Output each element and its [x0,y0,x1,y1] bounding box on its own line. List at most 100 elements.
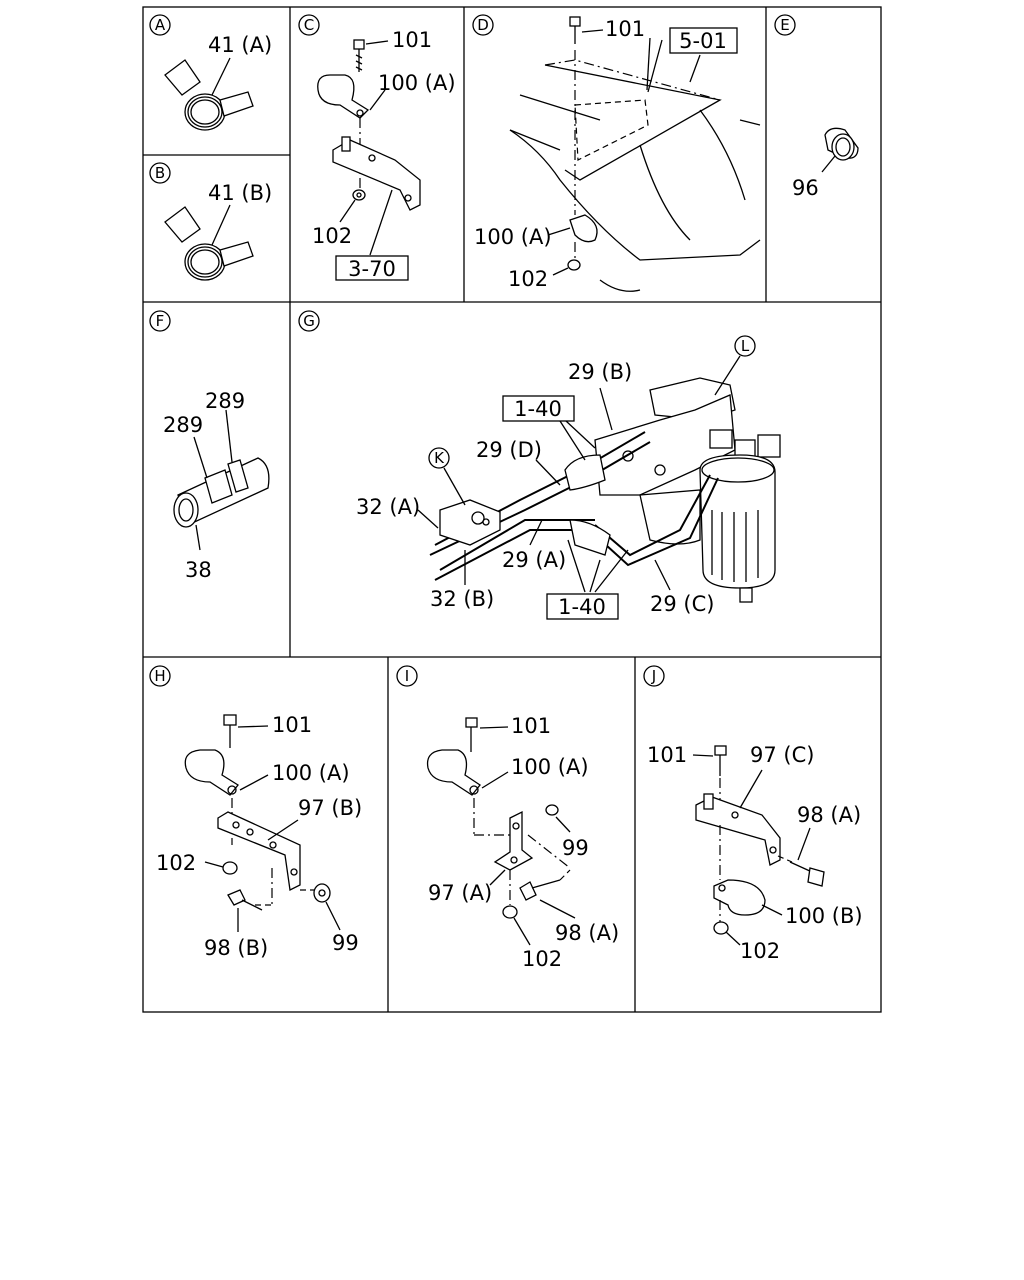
label-102: 102 [508,267,548,291]
bolt-98a-icon [789,861,825,887]
bracket-k-icon [439,499,501,546]
ref-5-01: 5-01 [679,29,727,53]
label-101: 101 [647,743,687,767]
label-98b: 98 (B) [204,936,268,960]
label-97a: 97 (A) [428,881,492,905]
panel-g: G [298,310,781,620]
ref-box-1-40-top [502,395,575,422]
label-101: 101 [605,17,645,41]
panel-d-letter: D [477,16,489,34]
hose-clamp-41a-icon [164,59,254,131]
label-101: 101 [392,28,432,52]
hose-clamp-41b-icon [164,206,254,281]
label-102: 102 [156,851,196,875]
bolt-101-icon [223,714,237,748]
panel-f-letter: F [156,312,165,330]
label-289-right: 289 [205,389,245,413]
label-41b: 41 (B) [208,181,272,205]
panel-grid [142,6,882,1013]
label-38: 38 [185,558,212,582]
label-99: 99 [332,931,359,955]
panel-a: A 41 (A) [149,14,272,131]
panel-c-letter: C [304,16,314,34]
bolt-101-icon [465,717,478,752]
nut-102-icon [713,921,729,935]
bolt-101-icon [569,16,581,44]
clip-100a-icon [426,749,481,796]
label-100a: 100 (A) [272,761,350,785]
panel-h-letter: H [154,667,165,685]
panel-h: H 101 100 (A) 97 (B) 102 [149,665,362,960]
label-98a: 98 (A) [555,921,619,945]
nut-99-icon [545,804,559,816]
clip-100b-icon [713,879,766,916]
label-102: 102 [312,224,352,248]
bolt-98b-icon [227,889,263,911]
bracket-97c-icon [695,793,781,866]
panel-i: I 101 100 (A) 99 97 (A) [396,665,619,971]
panel-e: E 96 [774,14,859,200]
callout-k [428,447,450,469]
label-97b: 97 (B) [298,796,362,820]
nut-102-icon [567,259,581,271]
label-101: 101 [272,713,312,737]
clip-100a-icon [184,749,239,796]
callout-k-letter: K [434,449,445,467]
panel-a-letter: A [155,16,166,34]
nut-102-icon [222,861,238,875]
callout-l [734,335,756,357]
label-32b: 32 (B) [430,587,494,611]
label-289-left: 289 [163,413,203,437]
bolt-98a-icon [519,879,561,901]
label-29b: 29 (B) [568,360,632,384]
panel-d: D 101 5-01 100 (A) 102 [472,14,761,292]
bracket-97b-icon [217,811,301,891]
label-97c: 97 (C) [750,743,814,767]
label-100a: 100 (A) [511,755,589,779]
grommet-96-icon [824,127,859,161]
leader-41b [211,204,231,246]
fuel-filter-assembly-icon [594,377,781,603]
panel-j-letter: J [651,667,656,685]
ref-box-1-40-bottom [546,593,619,620]
label-96: 96 [792,176,819,200]
bracket-97a-icon [493,810,534,871]
panel-e-letter: E [780,16,789,34]
label-29d: 29 (D) [476,438,542,462]
panel-i-letter: I [405,667,409,685]
label-29c: 29 (C) [650,592,714,616]
clip-100a-icon [317,74,370,119]
bolt-101-icon [353,39,365,72]
callout-l-letter: L [741,337,750,355]
ref-box-3-70 [335,255,409,281]
panel-b-letter: B [155,164,165,182]
panel-c: C 101 100 (A) 102 3-70 [298,14,456,281]
leader-41a [211,57,231,96]
label-98a: 98 (A) [797,803,861,827]
label-100a: 100 (A) [474,225,552,249]
label-100a: 100 (A) [378,71,456,95]
ref-box-5-01 [669,27,738,54]
label-100b: 100 (B) [785,904,863,928]
panel-g-letter: G [303,312,315,330]
label-101: 101 [511,714,551,738]
nut-102-icon [352,189,366,201]
ref-1-40-top: 1-40 [514,397,562,421]
bracket-icon [332,136,421,211]
panel-b: B 41 (B) [149,162,272,281]
label-32a: 32 (A) [356,495,420,519]
label-41a: 41 (A) [208,33,272,57]
clip-100a-icon [569,214,598,243]
label-102: 102 [740,939,780,963]
panel-j: J 101 97 (C) 98 (A) 100 (B) [643,665,863,963]
frame-outline [509,59,761,292]
nut-102-icon [502,905,518,919]
nut-99-icon [313,883,331,903]
label-99: 99 [562,836,589,860]
bolt-101-icon [714,745,727,776]
label-102: 102 [522,947,562,971]
ref-1-40-bottom: 1-40 [558,595,606,619]
hose-38-icon [173,457,270,528]
panel-f: F 289 289 38 [149,310,270,582]
